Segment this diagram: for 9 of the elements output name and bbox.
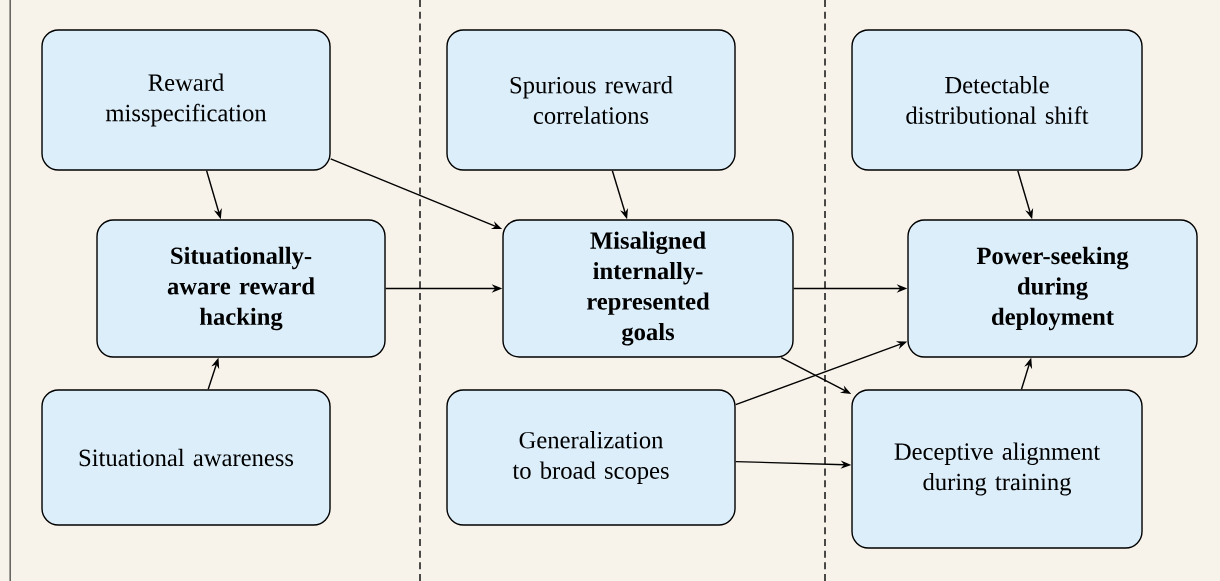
process-box: Detectable distributional shift: [851, 29, 1143, 171]
key-concept-box: Misaligned internally-represented goals: [502, 219, 794, 358]
process-box: Reward misspecification: [41, 29, 331, 171]
process-box: Situational awareness: [41, 389, 331, 526]
process-box: Spurious reward correlations: [446, 29, 736, 171]
process-box: Generalization to broad scopes: [446, 389, 736, 526]
process-box: Deceptive alignment during training: [851, 389, 1143, 549]
key-concept-box: Power-seeking during deployment: [907, 219, 1198, 358]
key-concept-box: Situationally-aware reward hacking: [96, 219, 386, 358]
